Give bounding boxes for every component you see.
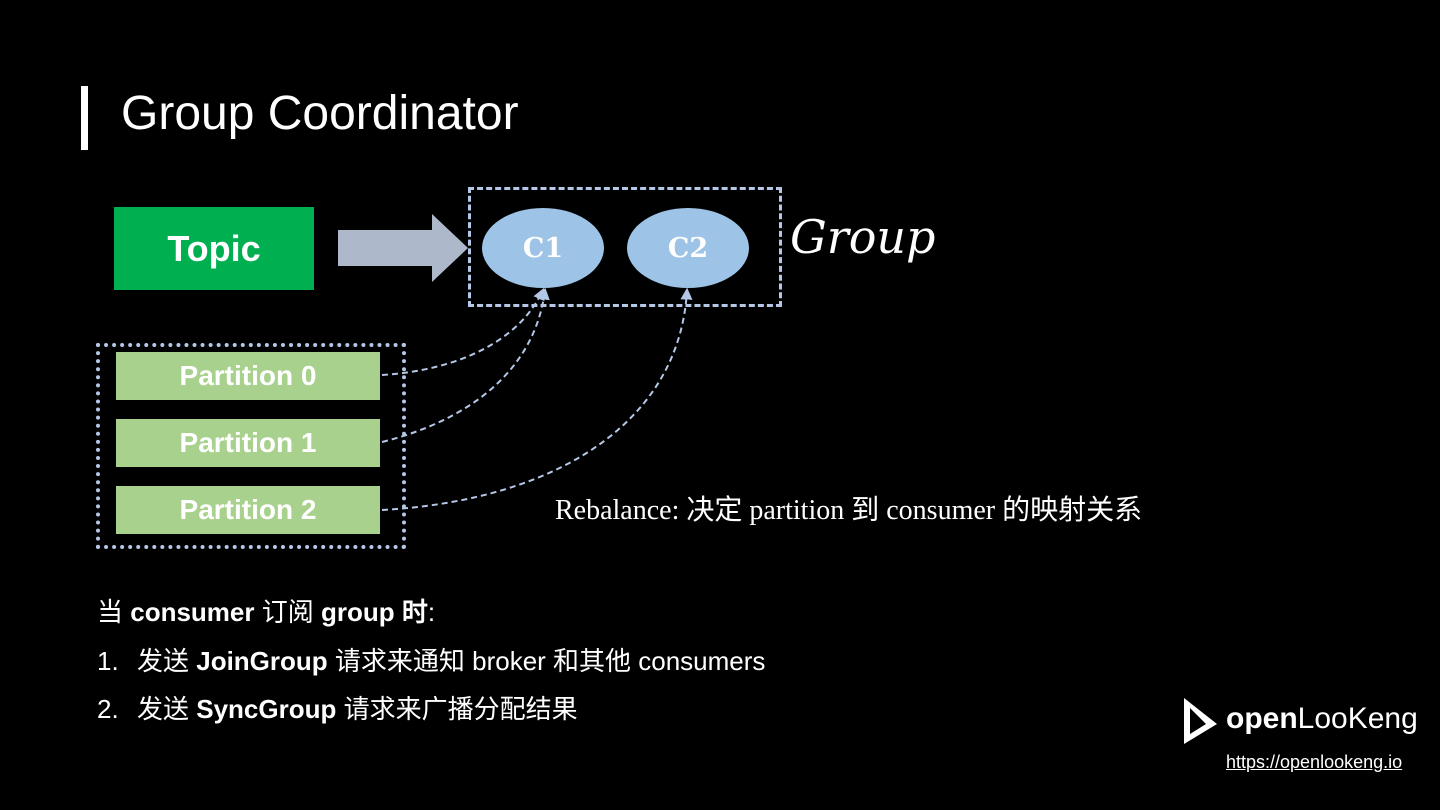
step-1-post: 请求来通知 broker 和其他 consumers xyxy=(327,646,766,676)
rebalance-note: Rebalance: 决定 partition 到 consumer 的映射关系 xyxy=(555,495,1143,526)
intro-line: 当 consumer 订阅 group 时: xyxy=(97,592,435,629)
partition-group-box xyxy=(96,343,406,549)
partition-1-label: Partition 1 xyxy=(179,427,317,458)
partition-0-to-c1-arrow xyxy=(381,287,545,376)
step-1-joingroup: JoinGroup xyxy=(196,646,328,676)
intro-mid: 订阅 xyxy=(254,597,321,627)
step-1-number: 1. xyxy=(97,646,119,676)
openlookeng-logo-icon xyxy=(1184,698,1217,744)
group-label: Group xyxy=(790,210,936,264)
step-2-pre: 发送 xyxy=(137,694,197,724)
step-1-pre: 发送 xyxy=(137,646,197,676)
partition-1: Partition 1 xyxy=(116,419,380,467)
step-2-line: 2. 发送 SyncGroup 请求来广播分配结果 xyxy=(97,689,578,726)
intro-consumer: consumer xyxy=(130,597,255,627)
consumer-c2-label: C2 xyxy=(667,232,709,264)
brand-name: openLooKeng xyxy=(1226,702,1418,736)
intro-pre: 当 xyxy=(97,597,131,627)
topic-to-group-arrow xyxy=(338,214,468,282)
title-accent-bar xyxy=(81,86,88,150)
consumer-c2: C2 xyxy=(627,208,749,288)
page-title: Group Coordinator xyxy=(121,87,519,140)
partition-0: Partition 0 xyxy=(116,352,380,400)
topic-box: Topic xyxy=(114,207,314,290)
brand-name-bold: open xyxy=(1226,702,1298,735)
step-2-post: 请求来广播分配结果 xyxy=(336,694,578,724)
partition-2-label: Partition 2 xyxy=(179,494,317,525)
intro-group: group 时 xyxy=(320,597,428,627)
consumer-c1: C1 xyxy=(482,208,604,288)
consumer-group-box xyxy=(468,187,782,307)
partition-2-to-c2-arrow xyxy=(381,287,693,511)
topic-label: Topic xyxy=(167,227,261,269)
partition-2: Partition 2 xyxy=(116,486,380,534)
intro-post: : xyxy=(427,597,436,627)
consumer-c1-label: C1 xyxy=(522,232,564,264)
step-2-syncgroup: SyncGroup xyxy=(196,694,337,724)
step-2-number: 2. xyxy=(97,694,119,724)
partition-1-to-c1-arrow xyxy=(381,287,550,443)
brand-name-rest: LooKeng xyxy=(1297,702,1418,735)
step-1-line: 1. 发送 JoinGroup 请求来通知 broker 和其他 consumer… xyxy=(97,641,765,678)
partition-0-label: Partition 0 xyxy=(179,360,317,391)
website-link[interactable]: https://openlookeng.io xyxy=(1226,752,1403,772)
